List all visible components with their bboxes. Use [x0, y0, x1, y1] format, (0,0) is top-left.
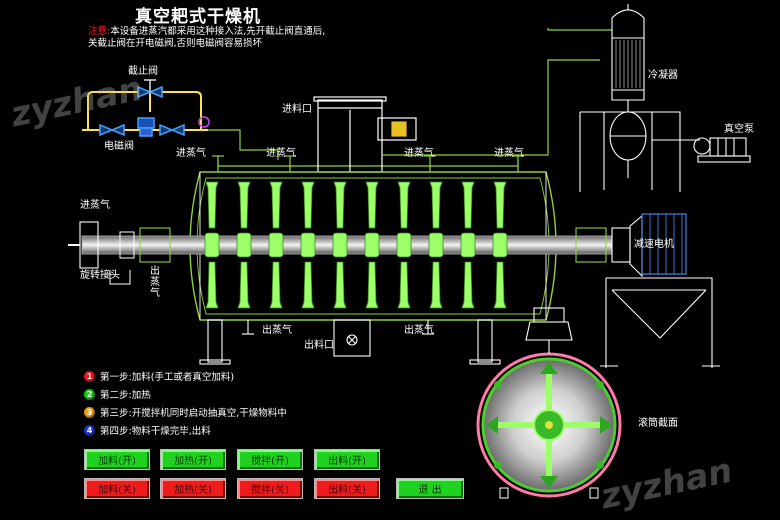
agitator-paddles	[204, 181, 508, 309]
paddle-lower	[365, 261, 379, 309]
paddle-hub	[332, 232, 348, 258]
step-4: 4 第四步:物料干燥完毕,出料	[84, 423, 211, 437]
label-rotary-joint: 旋转接头	[80, 270, 120, 281]
feed-off-button[interactable]: 加料(关)	[84, 478, 150, 499]
paddle-hub	[492, 232, 508, 258]
label-steam-in-1: 进蒸气	[176, 148, 206, 159]
discharge-off-button[interactable]: 出料(关)	[314, 478, 380, 499]
label-steam-out-side: 出蒸气	[150, 266, 160, 299]
feed-port	[313, 96, 417, 173]
label-condenser: 冷凝器	[648, 70, 678, 81]
vacuum-line	[382, 59, 600, 156]
heat-on-button[interactable]: 加热(开)	[160, 449, 226, 470]
step-2: 2 第二步:加热	[84, 387, 151, 401]
label-stop-valve: 截止阀	[128, 66, 158, 77]
step-4-badge: 4	[84, 424, 95, 436]
label-steam-in-4: 进蒸气	[494, 148, 524, 159]
paddle-lower	[333, 261, 347, 309]
paddle-hub	[236, 232, 252, 258]
label-steam-out-1: 出蒸气	[262, 325, 292, 336]
feed-on-button[interactable]: 加料(开)	[84, 449, 150, 470]
label-steam-in-3: 进蒸气	[404, 148, 434, 159]
warning-note: 注意:本设备进蒸汽都采用这种接入法,先开截止阀直通后,关截止阀在开电磁阀,否则电…	[88, 26, 333, 50]
stir-on-button[interactable]: 搅拌(开)	[237, 449, 303, 470]
paddle-hub	[300, 232, 316, 258]
paddle-upper	[237, 181, 251, 229]
paddle-lower	[461, 261, 475, 309]
page-title: 真空耙式干燥机	[135, 7, 261, 27]
paddle-hub	[268, 232, 284, 258]
paddle-lower	[397, 261, 411, 309]
step-2-badge: 2	[84, 388, 95, 400]
warning-text: 本设备进蒸汽都采用这种接入法,先开截止阀直通后,关截止阀在开电磁阀,否则电磁阀容…	[88, 26, 326, 49]
label-discharge-port: 出料口	[304, 340, 334, 351]
step-3-text: 第三步:开搅拌机同时启动抽真空,干燥物料中	[100, 408, 287, 419]
step-3: 3 第三步:开搅拌机同时启动抽真空,干燥物料中	[84, 405, 287, 419]
steam-feed-line	[208, 129, 279, 160]
paddle-upper	[333, 181, 347, 229]
paddle-upper	[205, 181, 219, 229]
valve-icons	[99, 79, 185, 137]
paddle-hub	[204, 232, 220, 258]
paddle-upper	[493, 181, 507, 229]
paddle-lower	[237, 261, 251, 309]
paddle-upper	[301, 181, 315, 229]
label-solenoid-valve: 电磁阀	[104, 141, 134, 152]
label-steam-in-left: 进蒸气	[80, 200, 110, 211]
label-feed-port: 进料口	[282, 104, 312, 115]
paddle-upper	[269, 181, 283, 229]
paddle-hub	[396, 232, 412, 258]
step-3-badge: 3	[84, 406, 95, 418]
label-steam-out-2: 出蒸气	[404, 325, 434, 336]
paddle-upper	[461, 181, 475, 229]
paddle-lower	[269, 261, 283, 309]
paddle-hub	[460, 232, 476, 258]
reducer-motor	[600, 213, 720, 368]
step-1-badge: 1	[84, 370, 95, 382]
paddle-lower	[205, 261, 219, 309]
paddle-lower	[493, 261, 507, 309]
label-vacuum-pump: 真空泵	[724, 124, 754, 135]
paddle-hub	[364, 232, 380, 258]
paddle-upper	[397, 181, 411, 229]
paddle-hub	[428, 232, 444, 258]
paddle-lower	[429, 261, 443, 309]
pressure-gauge-icon	[198, 116, 210, 128]
exit-button[interactable]: 退 出	[396, 478, 464, 499]
condenser	[579, 4, 700, 192]
step-1: 1 第一步:加料(手工或者真空加料)	[84, 369, 234, 383]
label-drum-section: 滚筒截面	[638, 418, 678, 429]
step-2-text: 第二步:加热	[100, 390, 151, 401]
paddle-upper	[365, 181, 379, 229]
drum-cross-section	[476, 307, 622, 499]
heat-off-button[interactable]: 加热(关)	[160, 478, 226, 499]
paddle-lower	[301, 261, 315, 309]
vacuum-pump	[693, 137, 751, 163]
steam-header	[212, 155, 524, 172]
label-reducer-motor: 减速电机	[634, 239, 674, 250]
step-1-text: 第一步:加料(手工或者真空加料)	[100, 372, 235, 383]
stir-off-button[interactable]: 搅拌(关)	[237, 478, 303, 499]
warning-prefix: 注意:	[88, 26, 111, 37]
step-4-text: 第四步:物料干燥完毕,出料	[100, 426, 211, 437]
paddle-upper	[429, 181, 443, 229]
discharge-on-button[interactable]: 出料(开)	[314, 449, 380, 470]
vessel-supports	[199, 319, 501, 365]
label-steam-in-2: 进蒸气	[266, 148, 296, 159]
